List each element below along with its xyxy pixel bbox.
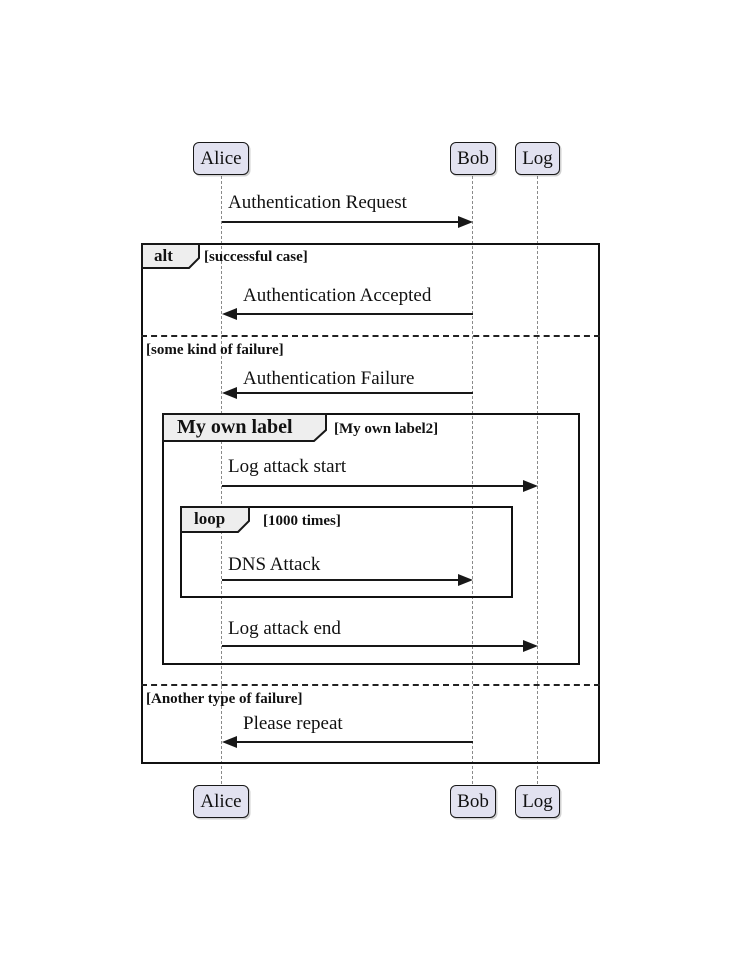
message-label: Authentication Accepted [243,285,432,306]
loop-condition-label: [1000 times] [263,513,341,529]
message-label: Log attack start [228,456,347,477]
message-line [222,485,533,487]
alt-condition-label: [successful case] [204,249,308,265]
loop-operator-label: loop [194,509,226,528]
actor-label-alice-top: Alice [200,147,242,169]
alt-divider-2 [141,684,600,686]
message-label: Authentication Request [228,192,407,213]
arrowhead-right-icon [458,574,473,586]
alt-divider-label-2: [Another type of failure] [146,691,303,707]
arrowhead-right-icon [523,480,538,492]
arrowhead-right-icon [458,216,473,228]
arrowhead-left-icon [222,736,237,748]
actor-label-bob-top: Bob [457,147,489,169]
alt-operator-label: alt [154,246,173,265]
alt-divider-label-1: [some kind of failure] [146,342,284,358]
actor-label-log-top: Log [522,147,553,169]
my-own-label-operator-label: My own label [177,416,293,438]
message-line [227,392,473,394]
alt-fragment: alt [successful case] [some kind of fail… [141,243,600,764]
arrowhead-left-icon [222,308,237,320]
my-own-label-pentagon-icon [162,413,327,442]
loop-fragment: loop [1000 times] [180,506,513,598]
message-label: Authentication Failure [243,368,415,389]
actor-box-bob-bottom: Bob [450,785,496,818]
actor-label-log-bottom: Log [522,790,553,812]
loop-operator-pentagon-icon [180,506,250,533]
my-own-label-fragment: My own label [My own label2] [162,413,580,665]
alt-divider-1 [141,335,600,337]
message-line [222,645,533,647]
actor-label-alice-bottom: Alice [200,790,242,812]
message-line [227,741,473,743]
actor-box-alice-bottom: Alice [193,785,249,818]
actor-box-alice-top: Alice [193,142,249,175]
arrowhead-right-icon [523,640,538,652]
arrowhead-left-icon [222,387,237,399]
message-label: Log attack end [228,618,341,639]
actor-box-log-top: Log [515,142,560,175]
message-label: Please repeat [243,713,343,734]
actor-box-log-bottom: Log [515,785,560,818]
message-line [227,313,473,315]
message-label: DNS Attack [228,554,321,575]
lifeline-bob [472,176,473,784]
message-line [222,221,468,223]
my-own-label-condition-label: [My own label2] [334,421,439,437]
actor-box-bob-top: Bob [450,142,496,175]
actor-label-bob-bottom: Bob [457,790,489,812]
alt-operator-pentagon-icon [141,243,200,269]
lifeline-alice [221,176,222,784]
message-line [222,579,468,581]
